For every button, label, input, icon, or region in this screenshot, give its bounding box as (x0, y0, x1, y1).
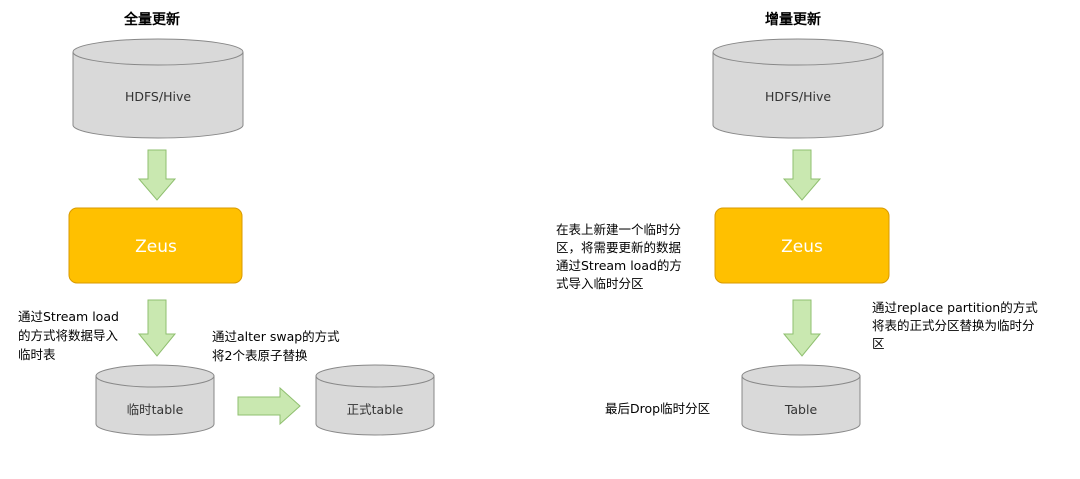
right-note-replace: 通过replace partition的方式 将表的正式分区替换为临时分 区 (872, 300, 1042, 351)
right-table-cylinder: Table (741, 364, 861, 436)
left-note-swap-line: 将2个表原子替换 (212, 348, 308, 363)
right-table-label: Table (784, 402, 818, 417)
right-engine-label: Zeus (781, 237, 823, 257)
right-note-drop: 最后Drop临时分区 (605, 401, 710, 416)
right-note-new-partition: 在表上新建一个临时分 区，将需要更新的数据 通过Stream load的方 式导… (556, 222, 686, 291)
right-note-replace-line: 将表的正式分区替换为临时分 (872, 318, 1035, 333)
left-title: 全量更新 (123, 11, 180, 28)
right-note-new-partition-line: 式导入临时分区 (556, 276, 644, 291)
left-note-swap-line: 通过alter swap的方式 (212, 329, 340, 344)
right-note-replace-line: 通过replace partition的方式 (872, 300, 1038, 315)
left-arrow-engine-to-temp (137, 299, 177, 357)
right-note-replace-line: 区 (872, 336, 885, 351)
right-note-new-partition-line: 区，将需要更新的数据 (556, 240, 681, 255)
left-engine-box: Zeus (68, 207, 243, 284)
right-note-new-partition-line: 在表上新建一个临时分 (556, 222, 681, 237)
left-arrow-source-to-engine (137, 149, 177, 201)
left-formal-table-cylinder: 正式table (315, 364, 435, 436)
right-note-new-partition-line: 通过Stream load的方 (556, 258, 682, 273)
right-title: 增量更新 (765, 11, 821, 28)
left-note-load-line: 的方式将数据导入 (18, 328, 119, 343)
left-temp-table-cylinder: 临时table (95, 364, 215, 436)
right-arrow-engine-to-table (782, 299, 822, 357)
left-engine-label: Zeus (135, 237, 177, 257)
left-note-load-line: 通过Stream load (18, 309, 119, 324)
right-source-label: HDFS/Hive (765, 89, 831, 104)
right-arrow-source-to-engine (782, 149, 822, 201)
left-source-label: HDFS/Hive (125, 89, 191, 104)
left-temp-table-label: 临时table (127, 402, 184, 417)
left-note-load: 通过Stream load 的方式将数据导入 临时表 (18, 309, 123, 362)
left-note-load-line: 临时表 (18, 347, 56, 362)
right-engine-box: Zeus (714, 207, 890, 284)
left-source-cylinder: HDFS/Hive (72, 38, 244, 139)
left-note-swap: 通过alter swap的方式 将2个表原子替换 (212, 329, 344, 363)
right-source-cylinder: HDFS/Hive (712, 38, 884, 139)
left-arrow-temp-to-formal (237, 386, 301, 426)
left-formal-table-label: 正式table (347, 402, 404, 417)
